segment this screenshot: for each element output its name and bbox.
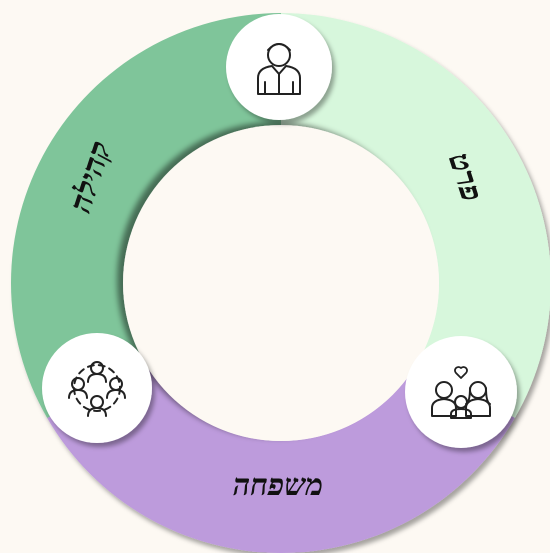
person-icon [257,43,301,95]
ring-segment-community [10,13,281,419]
ring-segment-family [47,362,515,553]
node-family [405,336,517,448]
node-community [42,333,152,443]
community-group-icon [68,361,126,417]
segment-label-family: משפחה [233,468,323,503]
ring-center [123,125,439,441]
ring [10,13,550,553]
family-icon [431,366,491,419]
ring-segment-individual [281,13,550,418]
